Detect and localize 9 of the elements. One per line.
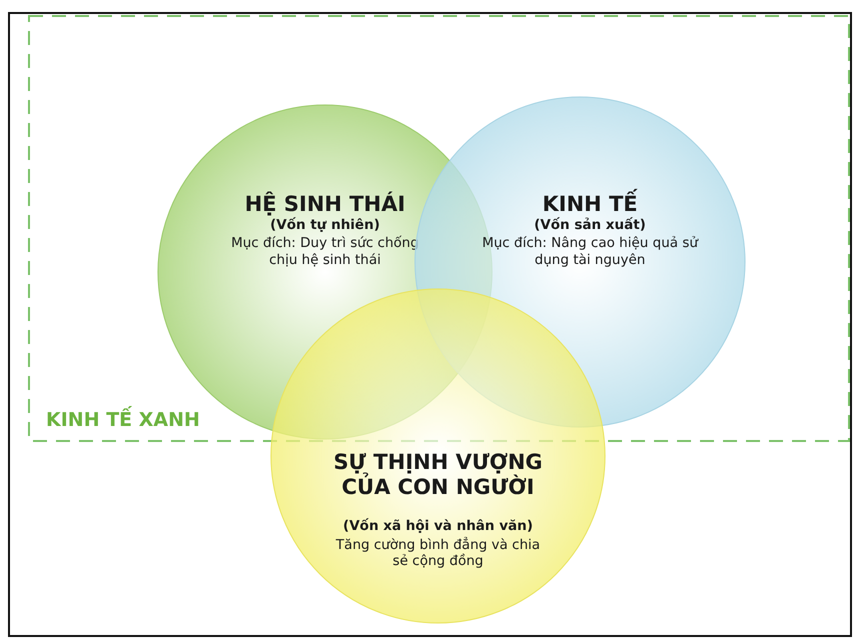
- circle-description: Mục đích: Duy trì sức chống chịu hệ sinh thái: [230, 235, 420, 268]
- circle-subtitle: (Vốn sản xuất): [533, 217, 647, 234]
- circle-title: HỆ SINH THÁI: [244, 192, 406, 217]
- circle-title: SỰ THỊNH VƯỢNG CỦA CON NGƯỜI: [332, 450, 544, 500]
- circle-subtitle: (Vốn xã hội và nhân văn): [342, 518, 534, 535]
- circle-description: Mục đích: Nâng cao hiệu quả sử dụng tài nguyên: [481, 235, 700, 268]
- circle-subtitle: (Vốn tự nhiên): [269, 217, 381, 234]
- venn-circle: [270, 288, 606, 624]
- circle-description: Tăng cường bình đẳng và chia sẻ cộng đồng: [334, 536, 542, 569]
